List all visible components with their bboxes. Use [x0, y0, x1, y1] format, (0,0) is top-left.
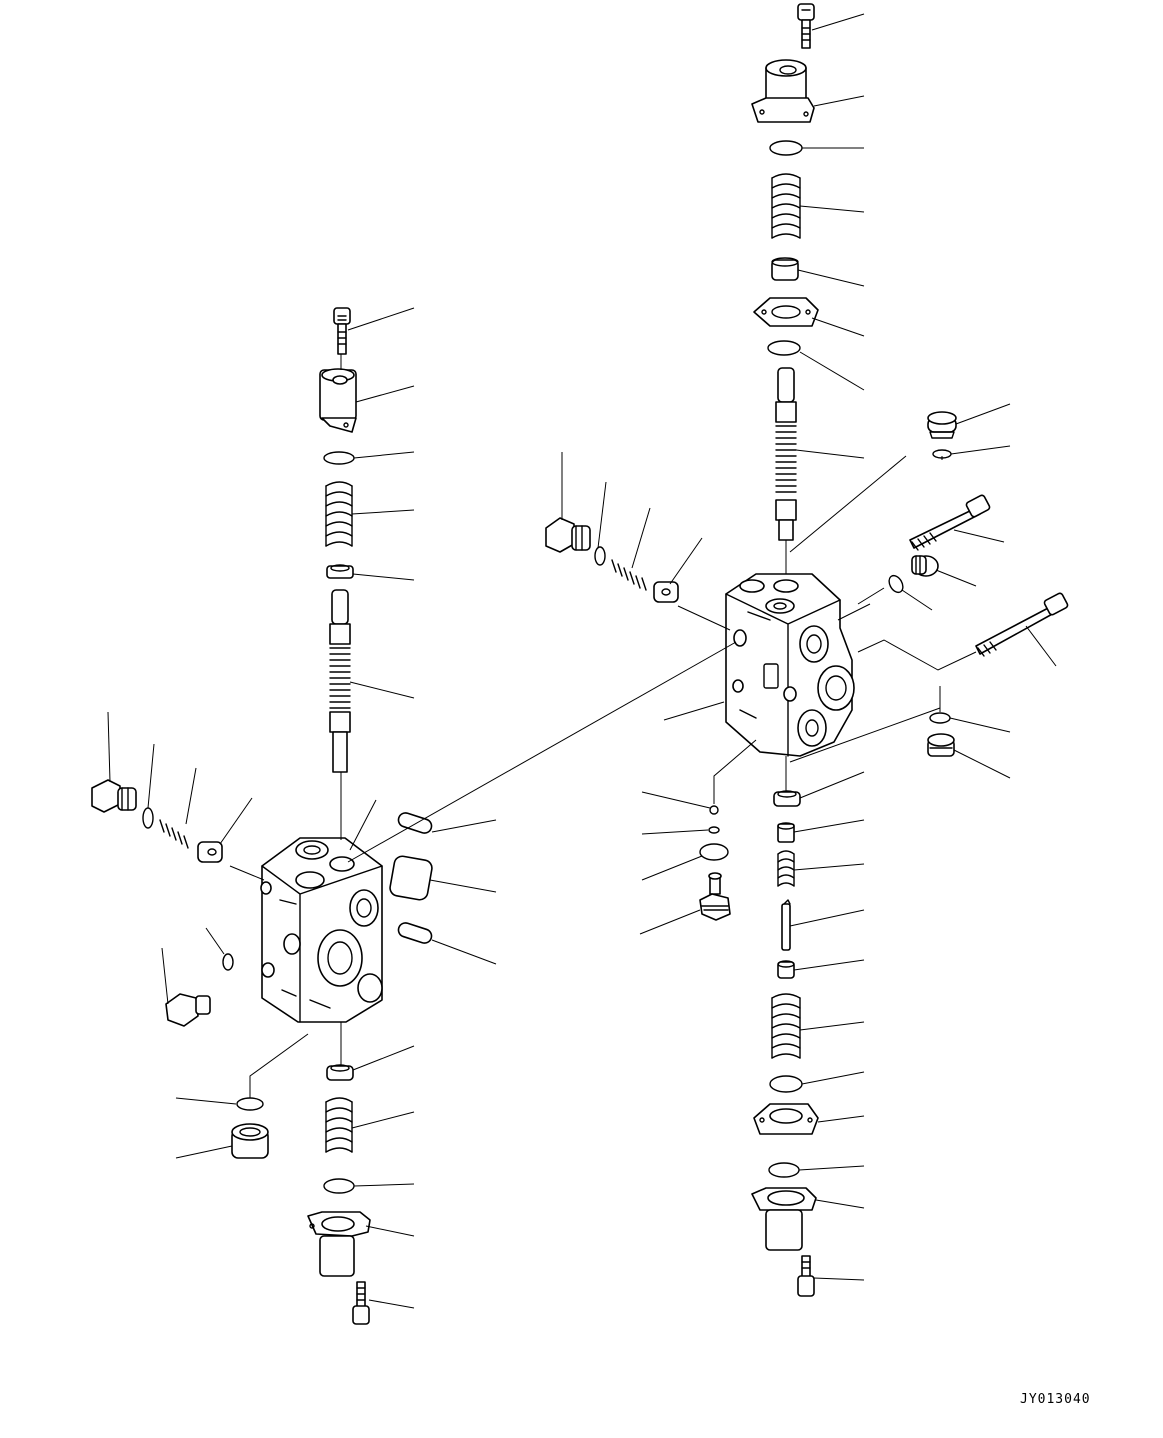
right-plug-top [927, 411, 957, 439]
right-long-bolt-b [975, 592, 1069, 657]
right-lower-spring [771, 993, 801, 1059]
right-disk [699, 843, 729, 861]
right-side-plug-upper [545, 517, 679, 603]
right-plug-low [927, 733, 955, 757]
right-ball [709, 805, 719, 815]
right-lower-o-ring-b [768, 1162, 800, 1178]
left-top-cap [319, 368, 357, 433]
right-top-o-ring-a [769, 140, 803, 156]
right-o-ring-low [929, 712, 951, 724]
left-bottom-cap [307, 1211, 371, 1277]
right-flange-plate [753, 297, 819, 327]
right-pin [781, 899, 791, 951]
left-side-plug-upper [91, 779, 223, 863]
right-spool [775, 367, 797, 541]
right-valve-assembly [545, 3, 1069, 1297]
left-gasket-bottom [397, 922, 433, 944]
right-check-plug [699, 872, 731, 921]
drawing-code: JY013040 [1020, 1392, 1091, 1407]
right-top-bolt [797, 3, 815, 49]
right-lower-flange [753, 1103, 819, 1135]
right-o-ring-mid [888, 574, 904, 594]
left-lower-spring [325, 1097, 353, 1153]
right-top-o-ring-b [767, 340, 801, 356]
left-valve-body [260, 837, 383, 1023]
left-valve-assembly [91, 307, 433, 1325]
right-lower-retainer [773, 790, 801, 807]
left-lower-o-ring-a [236, 1097, 264, 1111]
right-valve-body [725, 573, 855, 757]
right-long-bolt-a [909, 494, 991, 551]
left-side-plug-lower [165, 953, 234, 1027]
right-lower-o-ring-a [769, 1075, 803, 1093]
right-plug-mid [911, 555, 939, 577]
left-lower-plug [231, 1123, 269, 1159]
left-top-bolt [333, 307, 351, 355]
right-top-spring [771, 173, 801, 239]
right-small-nut [777, 960, 795, 979]
connection-line [347, 641, 737, 863]
left-top-spring [325, 481, 353, 547]
left-top-o-ring [323, 451, 355, 465]
left-gasket-top [397, 812, 433, 834]
right-bottom-bolt [797, 1255, 815, 1297]
right-top-cap [751, 59, 815, 123]
left-lower-retainer [326, 1064, 354, 1081]
right-collar [771, 257, 799, 281]
callout-leaders [107, 13, 1057, 1309]
right-bottom-cap [751, 1187, 817, 1251]
left-retainer [326, 564, 354, 579]
left-lower-o-ring-b [323, 1178, 355, 1194]
right-tiny-ring [708, 826, 720, 834]
right-lower-sleeve [777, 822, 795, 843]
left-bottom-bolt [352, 1281, 370, 1325]
left-gasket-mid [389, 855, 433, 901]
right-small-spring [777, 850, 795, 887]
left-spool [329, 589, 351, 773]
